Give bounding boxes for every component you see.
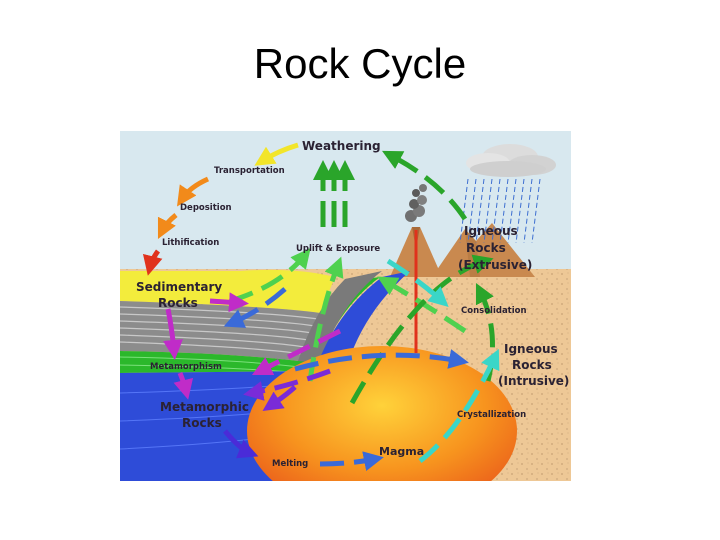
label-deposition: Deposition (180, 203, 232, 213)
label-lithification: Lithification (162, 238, 219, 248)
slide-title: Rock Cycle (0, 40, 720, 88)
label-metamorphic-2: Rocks (182, 416, 222, 430)
label-metamorphism: Metamorphism (150, 362, 222, 372)
label-consolidation: Consolidation (461, 306, 527, 316)
label-igneous-extrusive-3: (Extrusive) (458, 258, 532, 272)
label-uplift-exposure: Uplift & Exposure (296, 244, 380, 254)
label-igneous-extrusive-1: Igneous (464, 224, 518, 238)
label-igneous-intrusive-1: Igneous (504, 342, 558, 356)
label-crystallization: Crystallization (457, 410, 526, 420)
rock-cycle-diagram: Weathering Transportation Deposition Lit… (120, 131, 571, 481)
label-transportation: Transportation (214, 166, 285, 176)
label-weathering: Weathering (302, 139, 381, 153)
label-melting: Melting (272, 459, 308, 469)
label-sedimentary-2: Rocks (158, 296, 198, 310)
label-igneous-intrusive-2: Rocks (512, 358, 552, 372)
label-sedimentary-1: Sedimentary (136, 280, 222, 294)
label-igneous-intrusive-3: (Intrusive) (498, 374, 569, 388)
label-magma: Magma (379, 445, 424, 458)
label-metamorphic-1: Metamorphic (160, 400, 249, 414)
arrow-sedimentary-lateral (210, 301, 240, 303)
label-igneous-extrusive-2: Rocks (466, 241, 506, 255)
